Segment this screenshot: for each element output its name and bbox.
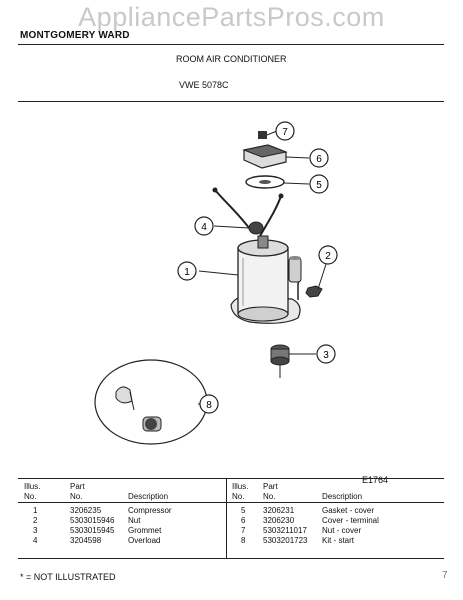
document-title: ROOM AIR CONDITIONER [176,54,287,64]
callout-1: 1 [177,261,197,281]
compressor-part [198,235,302,324]
table-cell: 3206230 [263,516,295,525]
callout-2: 2 [318,245,338,265]
overload-part [213,221,264,235]
table-cell: 3204598 [70,536,102,545]
table-cell: 1 [33,506,38,515]
table-bottom-rule [18,558,444,559]
grommet-part [270,344,316,378]
svg-text:5: 5 [316,180,322,191]
table-cell: Grommet [128,526,162,535]
table-cell: Gasket - cover [322,506,375,515]
svg-text:8: 8 [206,400,212,411]
right-header-desc: Description [322,492,363,501]
svg-text:7: 7 [282,127,288,138]
corner-mark: 7 [442,570,448,581]
figure-id: E1764 [362,475,389,485]
callout-7: 7 [275,121,295,141]
left-header-illus: Illus.No. [24,482,41,501]
table-divider [226,478,227,558]
table-cell: Nut - cover [322,526,362,535]
table-cell: 5303015945 [70,526,115,535]
brand-name: MONTGOMERY WARD [20,30,130,41]
table-cell: 5 [241,506,246,515]
right-header-illus: Illus.No. [232,482,249,501]
wiring [212,187,284,237]
svg-text:2: 2 [325,251,331,262]
table-cell: 3206235 [70,506,102,515]
cover-nut-part [258,130,278,139]
model-number: VWE 5078C [179,80,229,90]
table-cell: 4 [33,536,38,545]
table-cell: Nut [128,516,141,525]
right-part-column: 3206231 3206230 5303211017 5303201723 [263,506,308,546]
table-cell: 2 [33,516,38,525]
callout-4: 4 [194,216,214,236]
left-part-column: 3206235 5303015946 5303015945 3204598 [70,506,115,546]
svg-text:1: 1 [184,267,190,278]
callout-5: 5 [309,174,329,194]
table-cell: 6 [241,516,246,525]
table-top-rule [18,478,444,479]
svg-text:4: 4 [201,222,207,233]
table-header-rule [18,502,444,503]
footnote: * = NOT ILLUSTRATED [20,572,116,582]
left-illus-column: 1 2 3 4 [33,506,37,546]
left-desc-column: Compressor Nut Grommet Overload [128,506,172,546]
callout-3: 3 [316,344,336,364]
svg-text:6: 6 [316,154,322,165]
callout-8: 8 [199,394,219,414]
left-header-desc: Description [128,492,169,501]
header-rule [18,101,444,102]
table-cell: 3206231 [263,506,295,515]
start-kit-part [94,359,208,445]
table-cell: Cover - terminal [322,516,379,525]
right-desc-column: Gasket - cover Cover - terminal Nut - co… [322,506,379,546]
table-cell: 7 [241,526,246,535]
table-cell: 8 [241,536,246,545]
right-illus-column: 5 6 7 8 [241,506,245,546]
callout-6: 6 [309,148,329,168]
top-rule [18,44,444,45]
table-cell: Compressor [128,506,172,515]
terminal-cover-part [242,144,310,169]
table-cell: 3 [33,526,38,535]
table-cell: 5303015946 [70,516,115,525]
table-cell: Kit - start [322,536,355,545]
table-cell: Overload [128,536,161,545]
watermark: AppliancePartsPros.com [78,2,385,32]
svg-text:3: 3 [323,350,329,361]
table-cell: 5303211017 [263,526,307,535]
table-cell: 5303201723 [263,536,308,545]
gasket-part [245,175,310,189]
